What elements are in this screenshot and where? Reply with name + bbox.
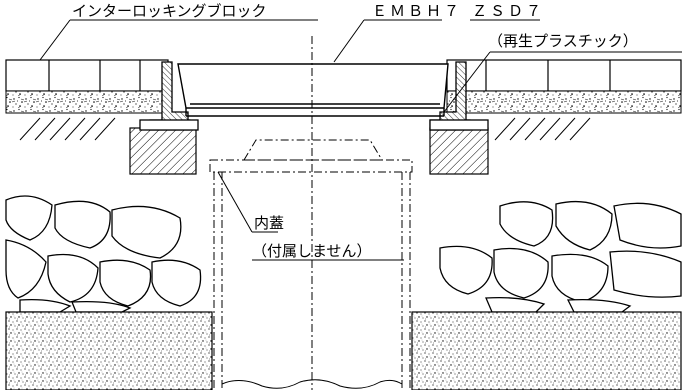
inner-lid-and-pipe [209, 36, 413, 390]
label-embh7: ＥＭＢＨ７ [372, 2, 462, 20]
label-not-included: （付属しません） [252, 242, 372, 260]
label-zsd7: ＺＳＤ７ [472, 2, 544, 20]
leader-lines [39, 19, 682, 261]
embh7-cover [177, 63, 449, 117]
pipe-break-line [221, 379, 403, 389]
zsd7-frame [139, 61, 489, 131]
label-recycled-plastic: （再生プラスチック） [488, 32, 638, 50]
interlocking-blocks [5, 59, 682, 92]
cobblestones-left [5, 195, 202, 313]
ground-hatching [6, 112, 681, 141]
label-interlocking-block: インターロッキングブロック [72, 2, 267, 20]
base-gravel-layer [5, 311, 682, 390]
cobblestones-right [439, 200, 682, 313]
label-inner-lid: 内蓋 [254, 214, 284, 232]
